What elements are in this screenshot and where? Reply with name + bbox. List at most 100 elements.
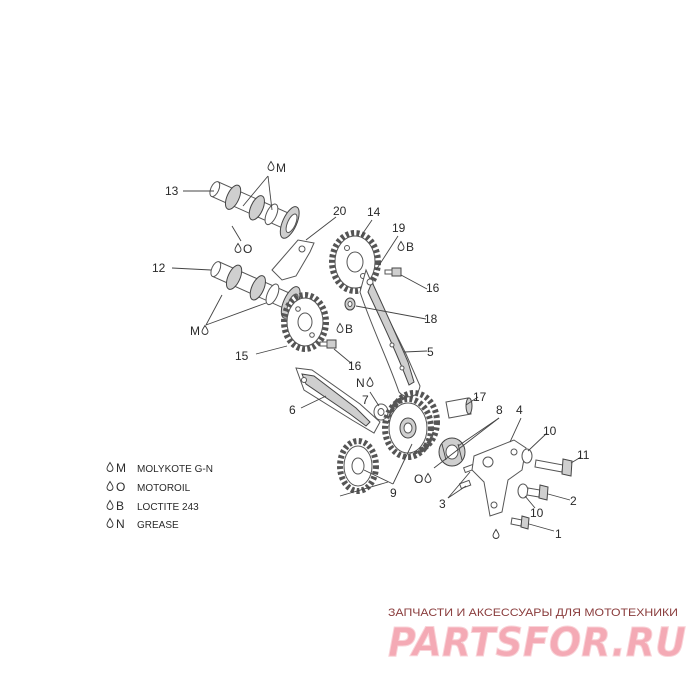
bolt-washer-upper bbox=[521, 448, 533, 464]
leader-4 bbox=[509, 417, 522, 443]
mark-b-top: B bbox=[406, 240, 414, 254]
sprocket-upper-hole-1 bbox=[344, 245, 350, 251]
leader-m-top-1 bbox=[242, 175, 269, 207]
callout-20: 20 bbox=[333, 204, 347, 218]
camshaft-lower-lobe-2 bbox=[249, 275, 266, 301]
callout-8: 8 bbox=[496, 403, 503, 417]
lubricant-legend: M MOLYKOTE G-N O MOTOROIL B LOCTITE 243 … bbox=[106, 461, 213, 531]
bolt-short-head bbox=[520, 515, 530, 530]
callout-10-bottom: 10 bbox=[530, 506, 544, 520]
leader-9-1 bbox=[363, 469, 394, 485]
lubricant-marks: M B O M B N O bbox=[190, 160, 432, 486]
idler-pin-end bbox=[465, 397, 473, 415]
legend-code: N bbox=[116, 517, 125, 531]
callout-6: 6 bbox=[289, 403, 296, 417]
callout-16-top: 16 bbox=[426, 281, 440, 295]
bolt-medium bbox=[526, 484, 549, 501]
tensioner-slot-1 bbox=[389, 342, 395, 348]
leader-m-bottom-2 bbox=[205, 302, 267, 326]
part-callouts: 13 20 14 19 16 12 18 16 15 5 7 6 17 8 4 … bbox=[152, 184, 590, 541]
legend-code: B bbox=[116, 499, 124, 513]
leader-19 bbox=[375, 235, 399, 271]
callout-14: 14 bbox=[367, 205, 381, 219]
mark-o-top: O bbox=[243, 242, 252, 256]
parts bbox=[209, 181, 573, 539]
leader-3-1 bbox=[447, 485, 467, 499]
mark-n: N bbox=[356, 376, 365, 390]
camshaft-lower-lobe-1 bbox=[225, 264, 243, 290]
callout-5: 5 bbox=[427, 345, 434, 359]
support-bracket-hole-2 bbox=[510, 448, 518, 456]
callout-11: 11 bbox=[577, 448, 590, 462]
camshaft-upper-lobe-2 bbox=[248, 195, 265, 221]
rocker-bracket-hole bbox=[298, 245, 306, 253]
watermark: ЗАПЧАСТИ И АКСЕССУАРЫ ДЛЯ МОТОТЕХНИКИ PA… bbox=[388, 607, 687, 667]
timing-gear-large-teeth bbox=[382, 396, 434, 460]
callout-12: 12 bbox=[152, 261, 166, 275]
leader-1 bbox=[528, 523, 555, 532]
bolt-washer-lower bbox=[517, 483, 529, 499]
timing-gear-small-hub bbox=[351, 457, 365, 475]
leader-10-bottom bbox=[524, 495, 536, 509]
support-bracket-hole-3 bbox=[490, 501, 498, 509]
chain-guide-hole bbox=[301, 377, 307, 383]
washer-bore bbox=[377, 408, 385, 416]
leader-9-2 bbox=[392, 443, 413, 485]
bolt-long-head bbox=[561, 458, 573, 477]
leader-20 bbox=[305, 216, 337, 241]
leader-3-2 bbox=[447, 471, 471, 499]
oil-drop-icon bbox=[106, 499, 114, 510]
mark-m-top: M bbox=[276, 161, 286, 175]
callout-13: 13 bbox=[165, 184, 179, 198]
sprocket-lower-hole-1 bbox=[295, 306, 301, 312]
leader-m-bottom-1 bbox=[205, 294, 223, 326]
oil-drop-icon bbox=[106, 461, 114, 472]
legend-code: O bbox=[116, 480, 125, 494]
callout-10-top: 10 bbox=[543, 424, 557, 438]
mark-o-bottom: O bbox=[414, 472, 423, 486]
bolt-long bbox=[534, 458, 573, 477]
camshaft-upper-lobe-1 bbox=[224, 184, 242, 210]
chain-tensioner-slider-face bbox=[367, 280, 415, 386]
support-bracket-hole-1 bbox=[482, 456, 494, 468]
callout-16-mid: 16 bbox=[348, 359, 362, 373]
needle-bearing bbox=[438, 437, 466, 467]
legend-row: O MOTOROIL bbox=[106, 480, 191, 494]
sprocket-lower-teeth bbox=[281, 292, 329, 352]
camshaft-upper bbox=[209, 181, 300, 239]
callout-7: 7 bbox=[362, 393, 369, 407]
leader-o-top bbox=[231, 225, 242, 242]
needle-bearing-inner bbox=[445, 444, 459, 460]
bolt-medium-head bbox=[538, 484, 549, 501]
oil-drop-icon bbox=[106, 517, 114, 528]
oil-drop-icon bbox=[267, 160, 275, 171]
callout-9: 9 bbox=[390, 486, 397, 500]
leader-12 bbox=[171, 267, 212, 271]
leader-5 bbox=[403, 350, 428, 353]
oil-drop-icon bbox=[201, 324, 209, 335]
sprocket-bolt-upper bbox=[384, 267, 402, 277]
sprocket-upper-hub bbox=[346, 251, 364, 273]
callout-1: 1 bbox=[555, 527, 562, 541]
sprocket-lower-hub bbox=[297, 312, 313, 332]
needle-roller-2 bbox=[457, 443, 463, 461]
camshaft-lower-bearing bbox=[265, 283, 280, 306]
spacer-bore bbox=[347, 301, 353, 307]
callout-17: 17 bbox=[473, 390, 487, 404]
camshaft-upper-end bbox=[209, 181, 221, 198]
idler-pin bbox=[445, 397, 473, 419]
chain-guide-rail bbox=[301, 373, 371, 427]
sprocket-bolt-lower bbox=[319, 339, 337, 349]
sprocket-bolt-upper-head bbox=[391, 267, 402, 277]
bolt-medium-shank bbox=[526, 487, 541, 498]
callout-2: 2 bbox=[570, 494, 577, 508]
oil-drop-icon bbox=[234, 242, 242, 253]
leader-m-top-2 bbox=[267, 175, 273, 211]
sprocket-lower-hole-2 bbox=[309, 332, 315, 338]
callout-3: 3 bbox=[439, 497, 446, 511]
timing-gear-large bbox=[382, 390, 440, 460]
callout-4: 4 bbox=[516, 403, 523, 417]
sprocket-bolt-lower-head bbox=[326, 339, 337, 349]
